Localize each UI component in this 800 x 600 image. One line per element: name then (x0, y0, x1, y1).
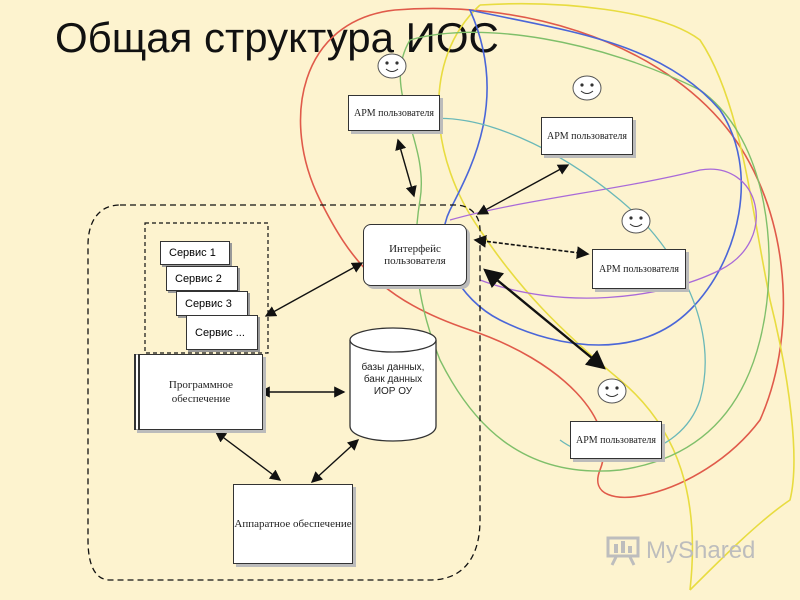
arm-box-3: АРМ пользователя (592, 249, 686, 289)
hardware-box: Аппаратное обеспечение (233, 484, 353, 564)
arrow-interface-services (264, 262, 364, 317)
arrow-arm2-interface (476, 164, 570, 215)
user-interface-box: Интерфейс пользователя (363, 224, 467, 286)
database-label: базы данных, банк данных ИОР ОУ (361, 362, 425, 397)
scribble-green (399, 31, 770, 472)
arm-label: АРМ пользователя (353, 107, 434, 119)
service-card-2: Сервис 2 (166, 266, 238, 291)
software-label: Программное обеспечение (168, 379, 234, 405)
smiley-face-icon (621, 208, 651, 234)
service-label: Сервис 1 (169, 247, 216, 259)
arrow-arm3-interface (473, 235, 590, 259)
software-box: Программное обеспечение (134, 354, 263, 430)
arrow-software-hardware (214, 431, 282, 481)
services-group-boundary (144, 222, 269, 354)
service-card-4: Сервис ... (186, 315, 258, 350)
arm-box-1: АРМ пользователя (348, 95, 440, 131)
service-card-3: Сервис 3 (176, 291, 248, 316)
service-label: Сервис ... (195, 326, 245, 339)
scribble-red (299, 7, 785, 499)
smiley-face-icon (597, 378, 627, 404)
arrow-database-hardware (310, 439, 360, 483)
service-label: Сервис 3 (185, 297, 232, 310)
smiley-face-icon (572, 75, 602, 101)
smiley-face-icon (377, 53, 407, 79)
user-interface-label: Интерфейс пользователя (384, 243, 446, 267)
database-cylinder (349, 327, 437, 442)
service-label: Сервис 2 (175, 272, 222, 285)
myshared-logo: MyShared (606, 536, 755, 566)
presentation-board-icon (606, 536, 640, 566)
arm-box-2: АРМ пользователя (541, 117, 633, 155)
arm-label: АРМ пользователя (575, 434, 656, 446)
arrow-arm4-interface (483, 268, 606, 370)
arrow-arm1-interface (395, 138, 417, 198)
arm-label: АРМ пользователя (546, 130, 627, 142)
hardware-label: Аппаратное обеспечение (234, 518, 352, 530)
service-card-1: Сервис 1 (160, 241, 230, 265)
slide-title: Общая структура ИОС (55, 14, 499, 61)
watermark-text: MyShared (646, 537, 756, 564)
system-boundary (87, 204, 481, 581)
scribble-blue (442, 8, 743, 346)
arm-label: АРМ пользователя (598, 263, 679, 275)
arm-box-4: АРМ пользователя (570, 421, 662, 459)
